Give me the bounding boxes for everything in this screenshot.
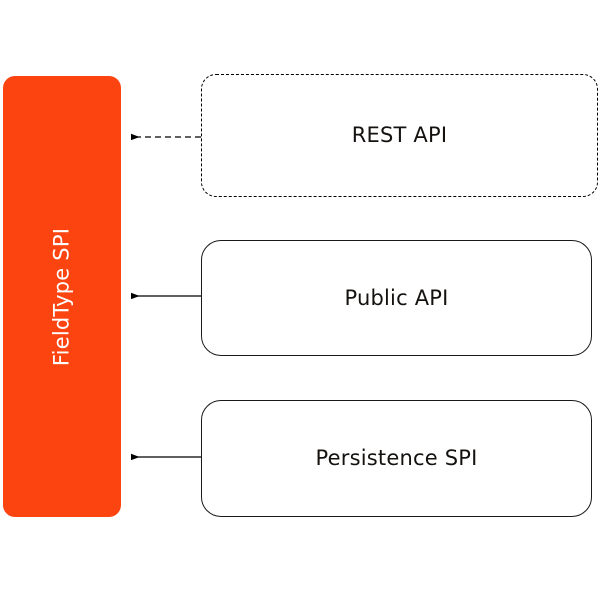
rest-api-box[interactable]: REST API xyxy=(201,74,598,197)
rest-api-label: REST API xyxy=(351,123,448,147)
fieldtype-spi-bar[interactable]: FieldType SPI xyxy=(3,76,121,517)
persistence-spi-box[interactable]: Persistence SPI xyxy=(201,400,592,517)
public-api-label: Public API xyxy=(344,285,449,310)
fieldtype-spi-label: FieldType SPI xyxy=(49,227,74,366)
public-api-box[interactable]: Public API xyxy=(201,240,592,356)
persistence-spi-label: Persistence SPI xyxy=(315,446,478,470)
